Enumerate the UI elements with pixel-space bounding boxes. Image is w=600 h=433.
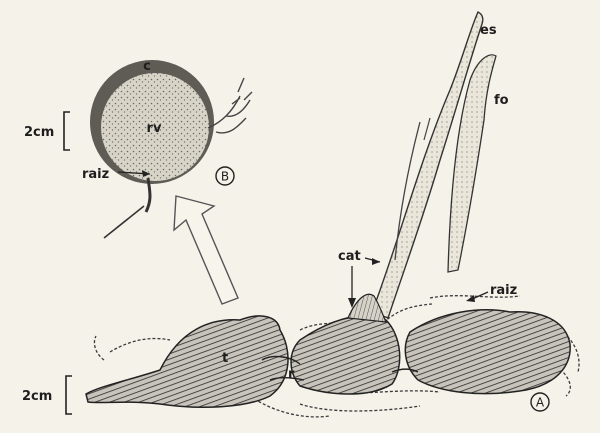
label-t: t [222,351,228,366]
label-raiz-a: raiz [490,283,517,298]
label-raiz-b: raiz [82,167,109,182]
label-es: es [480,23,497,38]
root-b-tip [104,206,144,238]
label-r: r [288,367,295,382]
panel-a-label: A [536,396,545,410]
corm-right [405,310,570,394]
scale-top-label: 2cm [24,125,54,140]
corm-left [86,316,288,407]
label-fo: fo [494,93,509,108]
panel-b-label: B [221,170,229,184]
label-c: c [143,59,151,74]
root-tuft-b [208,78,252,133]
scale-bottom-label: 2cm [22,389,52,404]
label-cat: cat [338,249,361,264]
label-rv: rv [147,121,162,136]
scale-bar-top: 2cm [24,112,70,150]
scale-bar-bottom: 2cm [22,376,72,414]
corm-center [291,316,400,394]
cross-section-b: B c rv raiz [82,59,252,238]
hollow-arrow [174,196,238,304]
